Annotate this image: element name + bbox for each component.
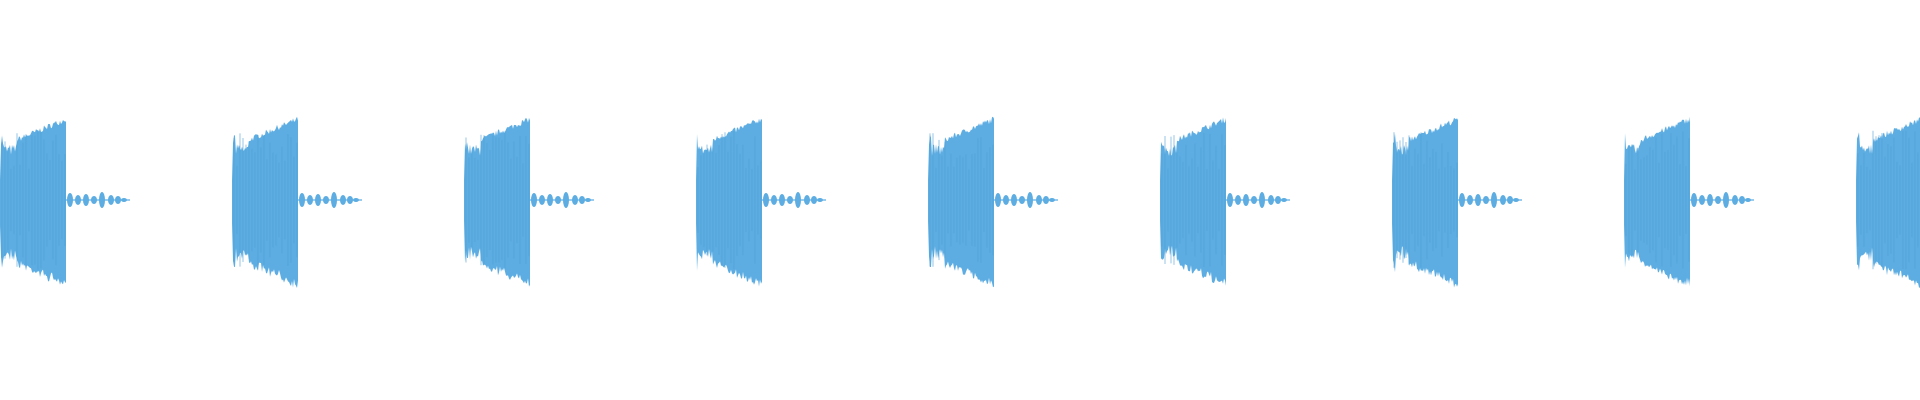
waveform-tail-lobe: [763, 193, 769, 207]
waveform-tail-lobe: [555, 196, 561, 204]
waveform-tail-lobe: [347, 196, 353, 204]
waveform-tail-lobe: [108, 195, 114, 205]
waveform-burst: [1856, 117, 1920, 288]
waveform-tail-lobe: [1507, 196, 1513, 204]
waveform-tail-lobe: [83, 194, 89, 206]
waveform-tail-lobe: [331, 192, 337, 208]
waveform-tail-lobe: [1745, 198, 1751, 202]
waveform-tail-lobe: [995, 193, 1001, 207]
waveform-tail-lobe: [1691, 193, 1697, 207]
waveform-burst-body: [1624, 116, 1690, 287]
waveform-tail-lobe: [99, 192, 105, 208]
waveform-tail-lobe: [1459, 193, 1465, 207]
waveform-tail-lobe: [1049, 198, 1055, 202]
waveform-tail-lobe: [539, 195, 545, 205]
waveform-tail-lobe: [1732, 195, 1738, 205]
waveform-burst-body: [696, 118, 762, 287]
waveform-tail-lobe: [323, 196, 329, 204]
waveform-tail-lobe: [315, 194, 321, 206]
waveform-tail-lobe: [1003, 195, 1009, 205]
waveform-tail-lobe: [531, 193, 537, 207]
waveform-tail-lobe: [811, 196, 817, 204]
waveform-tail-lobe: [1011, 194, 1017, 206]
waveform-tail-lobe: [1475, 194, 1481, 206]
waveform-burst-body: [0, 119, 66, 285]
waveform-burst: [696, 118, 826, 287]
waveform-tail-lobe: [1513, 198, 1519, 202]
waveform-tail-lobe: [817, 198, 823, 202]
waveform-tail-lobe: [1715, 196, 1721, 204]
waveform-tail-lobe: [1227, 193, 1233, 207]
waveform-tail-lobe: [1723, 192, 1729, 208]
waveform-tail-lobe: [804, 195, 810, 205]
waveform-tail-lobe: [1281, 198, 1287, 202]
waveform-tail-lobe: [1043, 196, 1049, 204]
waveform-tail-lobe: [340, 195, 346, 205]
waveform-burst: [1624, 116, 1754, 287]
waveform-tail-lobe: [771, 195, 777, 205]
waveform-burst: [0, 119, 130, 285]
waveform-tail-lobe: [1739, 196, 1745, 204]
waveform-burst: [232, 116, 362, 288]
waveform-tail-lobe: [121, 198, 127, 202]
waveform-burst: [1160, 117, 1290, 286]
waveform-tail-lobe: [787, 196, 793, 204]
waveform-tail-lobe: [1019, 196, 1025, 204]
waveform-tail-lobe: [795, 192, 801, 208]
waveform-burst: [464, 117, 594, 287]
waveform-tail-lobe: [1483, 196, 1489, 204]
waveform-burst-body: [232, 116, 298, 288]
waveform-tail-lobe: [1251, 196, 1257, 204]
waveform-tail-lobe: [75, 195, 81, 205]
waveform-burst-body: [464, 117, 530, 287]
waveform-tail-lobe: [579, 196, 585, 204]
waveform-tail-lobe: [1467, 195, 1473, 205]
waveform-tail-lobe: [299, 193, 305, 207]
waveform-tail-lobe: [585, 198, 591, 202]
waveform-tail-lobe: [353, 198, 359, 202]
waveform-tail-lobe: [1707, 194, 1713, 206]
waveform-tail-lobe: [115, 196, 121, 204]
waveform-tail-lobe: [1235, 195, 1241, 205]
waveform-tail-lobe: [1491, 192, 1497, 208]
waveform-burst: [1392, 117, 1522, 288]
waveform-tail-lobe: [91, 196, 97, 204]
waveform-tail-lobe: [1027, 192, 1033, 208]
waveform-tail-lobe: [563, 192, 569, 208]
waveform-tail-lobe: [1268, 195, 1274, 205]
waveform-tail-lobe: [307, 195, 313, 205]
waveform-tail-lobe: [67, 193, 73, 207]
waveform-tail-lobe: [1699, 195, 1705, 205]
waveform-tail-lobe: [1275, 196, 1281, 204]
waveform-burst-body: [928, 116, 994, 288]
waveform-burst-body: [1392, 117, 1458, 288]
waveform-tail-lobe: [1243, 194, 1249, 206]
waveform-tail-lobe: [779, 194, 785, 206]
waveform-burst: [928, 116, 1058, 288]
waveform-tail-lobe: [572, 195, 578, 205]
waveform-tail-lobe: [547, 194, 553, 206]
waveform-tail-lobe: [1500, 195, 1506, 205]
waveform-burst-body: [1160, 117, 1226, 286]
waveform-tail-lobe: [1036, 195, 1042, 205]
waveform-tail-lobe: [1259, 192, 1265, 208]
